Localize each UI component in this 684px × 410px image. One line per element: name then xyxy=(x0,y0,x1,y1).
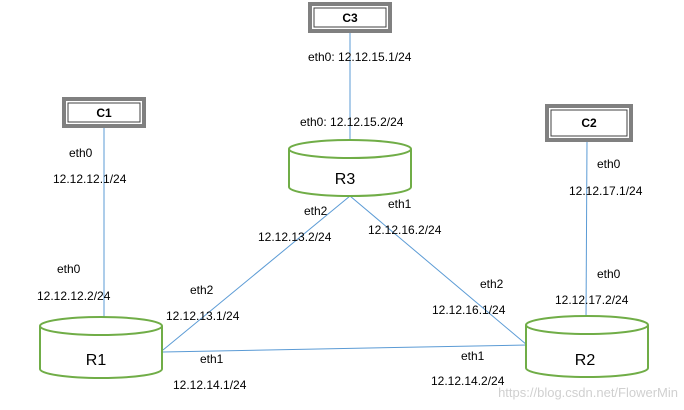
r1-eth0-label: eth0 xyxy=(57,262,81,276)
r1-eth1-label: eth1 xyxy=(200,352,224,366)
router-r1[interactable]: R1 xyxy=(39,316,163,379)
r2-eth2-label: eth2 xyxy=(480,277,504,291)
router-r2-label: R2 xyxy=(575,352,596,369)
r3-eth2-ip-label: 12.12.13.2/24 xyxy=(258,230,332,244)
c3-eth0-label: eth0: 12.12.15.1/24 xyxy=(308,50,412,64)
c1-eth0-label: eth0 xyxy=(69,146,93,160)
r1-eth0-ip-label: 12.12.12.2/24 xyxy=(37,289,111,303)
host-c2-label: C2 xyxy=(581,116,597,130)
r1-eth2-ip-label: 12.12.13.1/24 xyxy=(166,309,240,323)
r1-eth1-ip-label: 12.12.14.1/24 xyxy=(173,378,247,392)
link-r1-r3 xyxy=(162,195,351,351)
r2-eth1-ip-label: 12.12.14.2/24 xyxy=(431,374,505,388)
r3-eth0-label: eth0: 12.12.15.2/24 xyxy=(300,115,404,129)
r1-eth2-label: eth2 xyxy=(190,283,214,297)
r2-eth2-ip-label: 12.12.16.1/24 xyxy=(432,303,506,317)
c2-eth0-label: eth0 xyxy=(597,157,621,171)
r3-eth1-label: eth1 xyxy=(388,197,412,211)
r2-eth0-label: eth0 xyxy=(597,267,621,281)
r3-eth1-ip-label: 12.12.16.2/24 xyxy=(368,223,442,237)
router-r3-label: R3 xyxy=(335,171,356,188)
link-r1-r2 xyxy=(162,344,528,353)
link-c2-r2 xyxy=(585,139,588,321)
host-c3[interactable]: C3 xyxy=(308,2,392,33)
c2-ip-label: 12.12.17.1/24 xyxy=(569,184,643,198)
c1-ip-label: 12.12.12.1/24 xyxy=(53,172,127,186)
link-r3-r2 xyxy=(349,195,528,346)
router-r2[interactable]: R2 xyxy=(525,315,649,378)
watermark: https://blog.csdn.net/FlowerMin xyxy=(498,385,678,400)
host-c1[interactable]: C1 xyxy=(62,97,146,128)
r2-eth0-ip-label: 12.12.17.2/24 xyxy=(555,293,629,307)
host-c2[interactable]: C2 xyxy=(545,104,633,142)
router-r1-label: R1 xyxy=(86,352,107,369)
host-c3-label: C3 xyxy=(342,11,358,25)
host-c1-label: C1 xyxy=(96,106,112,120)
r2-eth1-label: eth1 xyxy=(461,349,485,363)
r3-eth2-label: eth2 xyxy=(304,204,328,218)
router-r3[interactable]: R3 xyxy=(288,139,412,197)
